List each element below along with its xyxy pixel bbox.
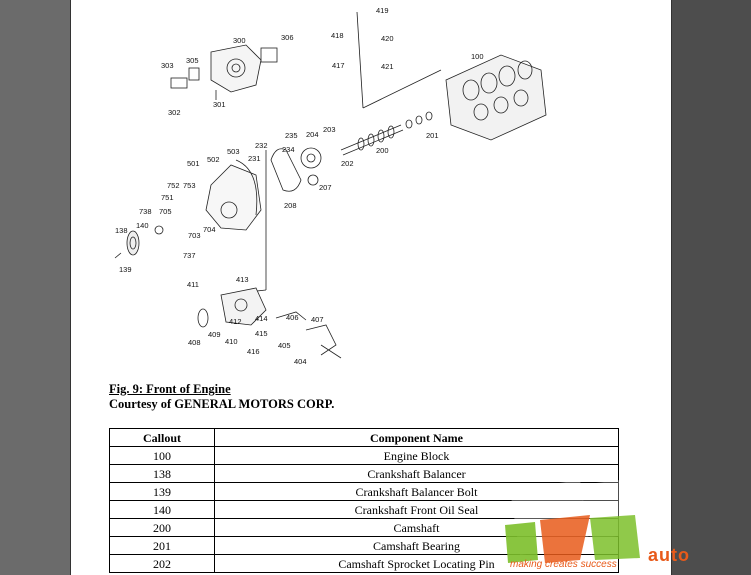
component-cell: Engine Block <box>214 446 619 465</box>
callout: 100 <box>471 52 484 61</box>
viewer-right-margin <box>672 0 751 575</box>
timing-chain-drawing <box>270 147 322 192</box>
callout: 421 <box>381 62 394 71</box>
callout-cell: 100 <box>109 446 215 465</box>
callout: 207 <box>319 183 332 192</box>
callout: 413 <box>236 275 249 284</box>
watermark-slogan: making creates success <box>510 559 617 570</box>
callout-cell: 140 <box>109 500 215 519</box>
callout: 302 <box>168 108 181 117</box>
figure-courtesy: Courtesy of GENERAL MOTORS CORP. <box>109 397 335 411</box>
callout: 139 <box>119 265 132 274</box>
callout: 301 <box>213 100 226 109</box>
component-cell: Crankshaft Balancer Bolt <box>214 482 619 501</box>
callout: 501 <box>187 159 200 168</box>
callout: 204 <box>306 130 319 139</box>
crankshaft-balancer-drawing <box>114 225 164 259</box>
callout: 409 <box>208 330 221 339</box>
column-header-component: Component Name <box>214 428 619 447</box>
callout: 415 <box>255 329 268 338</box>
document-page: 419 418 420 417 421 300 306 303 305 301 … <box>70 0 672 575</box>
component-cell: Camshaft <box>214 518 619 537</box>
component-cell: Crankshaft Front Oil Seal <box>214 500 619 519</box>
column-header-callout: Callout <box>109 428 215 447</box>
callout: 202 <box>341 159 354 168</box>
callout: 407 <box>311 315 324 324</box>
callout: 232 <box>255 141 268 150</box>
callout: 138 <box>115 226 128 235</box>
camshaft-drawing <box>340 111 433 156</box>
callout-cell: 200 <box>109 518 215 537</box>
callout: 503 <box>227 147 240 156</box>
callout-labels: 419 418 420 417 421 300 306 303 305 301 … <box>115 6 484 366</box>
callout: 406 <box>286 313 299 322</box>
engine-block-drawing <box>445 54 547 141</box>
callout: 306 <box>281 33 294 42</box>
callout: 140 <box>136 221 149 230</box>
callout: 231 <box>248 154 261 163</box>
callout: 737 <box>183 251 196 260</box>
front-cover-drawing <box>205 159 262 231</box>
callout: 753 <box>183 181 196 190</box>
callout: 420 <box>381 34 394 43</box>
callout: 405 <box>278 341 291 350</box>
callout: 751 <box>161 193 174 202</box>
callout-cell: 139 <box>109 482 215 501</box>
callout-cell: 201 <box>109 536 215 555</box>
callout: 412 <box>229 317 242 326</box>
callout: 703 <box>188 231 201 240</box>
callout: 419 <box>376 6 389 15</box>
callout: 234 <box>282 145 295 154</box>
callout: 418 <box>331 31 344 40</box>
callout: 408 <box>188 338 201 347</box>
callout: 208 <box>284 201 297 210</box>
watermark-logo-text: auto <box>648 545 690 565</box>
callout: 738 <box>139 207 152 216</box>
callout: 411 <box>187 280 199 289</box>
callout: 305 <box>186 56 199 65</box>
callout: 417 <box>332 61 345 70</box>
figure-title: Fig. 9: Front of Engine <box>109 382 231 396</box>
engine-exploded-diagram: 419 418 420 417 421 300 306 303 305 301 … <box>114 6 547 366</box>
callout-cell: 138 <box>109 464 215 483</box>
leader-line <box>362 69 442 109</box>
callout: 416 <box>247 347 260 356</box>
callout: 300 <box>233 36 246 45</box>
callout: 200 <box>376 146 389 155</box>
callout: 203 <box>323 125 336 134</box>
callout: 303 <box>161 61 174 70</box>
table-header-row: Callout Component Name <box>109 428 619 447</box>
callout-cell: 202 <box>109 554 215 573</box>
component-cell: Crankshaft Balancer <box>214 464 619 483</box>
callout: 704 <box>203 225 216 234</box>
viewer-left-margin <box>0 0 70 575</box>
leader-line <box>356 11 364 109</box>
callout: 235 <box>285 131 298 140</box>
callout: 752 <box>167 181 180 190</box>
oil-pump-assembly-drawing <box>197 287 342 359</box>
callout: 201 <box>426 131 439 140</box>
callout: 404 <box>294 357 307 366</box>
callout: 410 <box>225 337 238 346</box>
callout: 502 <box>207 155 220 164</box>
figure-caption: Fig. 9: Front of Engine Courtesy of GENE… <box>109 382 609 412</box>
oil-pump-drawing <box>170 44 278 100</box>
callout: 705 <box>159 207 172 216</box>
callout: 414 <box>255 314 268 323</box>
component-cell: Camshaft Bearing <box>214 536 619 555</box>
